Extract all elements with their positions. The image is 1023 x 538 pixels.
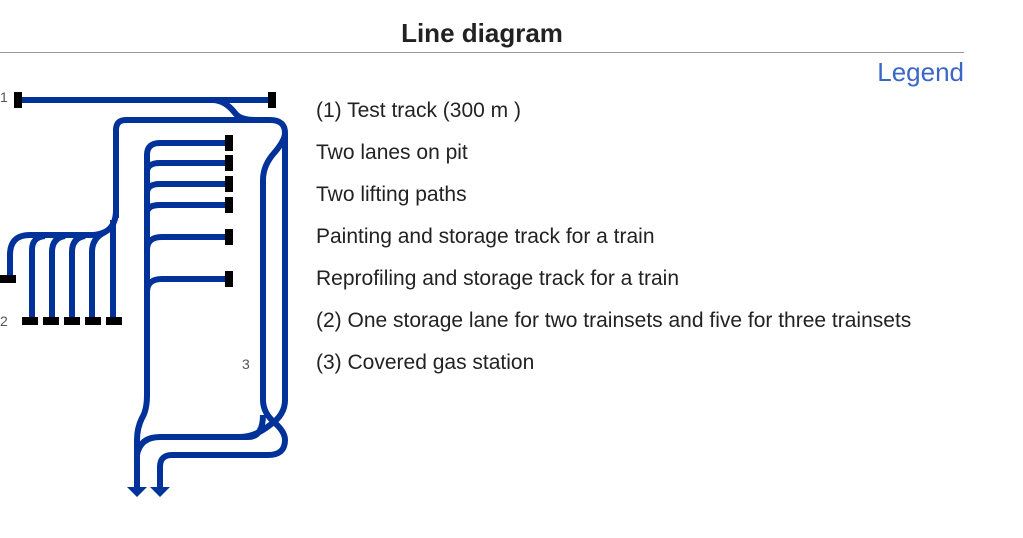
arrow-heads	[127, 487, 170, 497]
buffer-stops	[0, 92, 276, 325]
legend-item: (1) Test track (300 m )	[316, 99, 521, 122]
legend-item: Reprofiling and storage track for a trai…	[316, 267, 680, 290]
legend-item: Two lanes on pit	[316, 141, 468, 164]
title-divider	[0, 52, 964, 53]
storage-fan	[7, 209, 119, 279]
legend-heading[interactable]: Legend	[877, 57, 964, 87]
track-diagram	[0, 92, 289, 497]
legend-list: (1) Test track (300 m ) Two lanes on pit…	[316, 98, 911, 392]
arrow-down-icon	[150, 487, 170, 497]
label-1: 1	[0, 89, 8, 105]
label-3: 3	[242, 356, 250, 372]
page-title: Line diagram	[401, 18, 563, 48]
arrow-down-icon	[127, 487, 147, 497]
gas-station-track	[157, 132, 289, 490]
pit-trunk	[144, 140, 229, 395]
label-2: 2	[0, 313, 8, 329]
legend-item: Painting and storage track for a train	[316, 225, 655, 248]
legend-item: (2) One storage lane for two trainsets a…	[316, 309, 912, 332]
bottom-return	[134, 414, 266, 456]
legend-item: Two lifting paths	[316, 183, 467, 206]
legend-item: (3) Covered gas station	[316, 351, 535, 374]
